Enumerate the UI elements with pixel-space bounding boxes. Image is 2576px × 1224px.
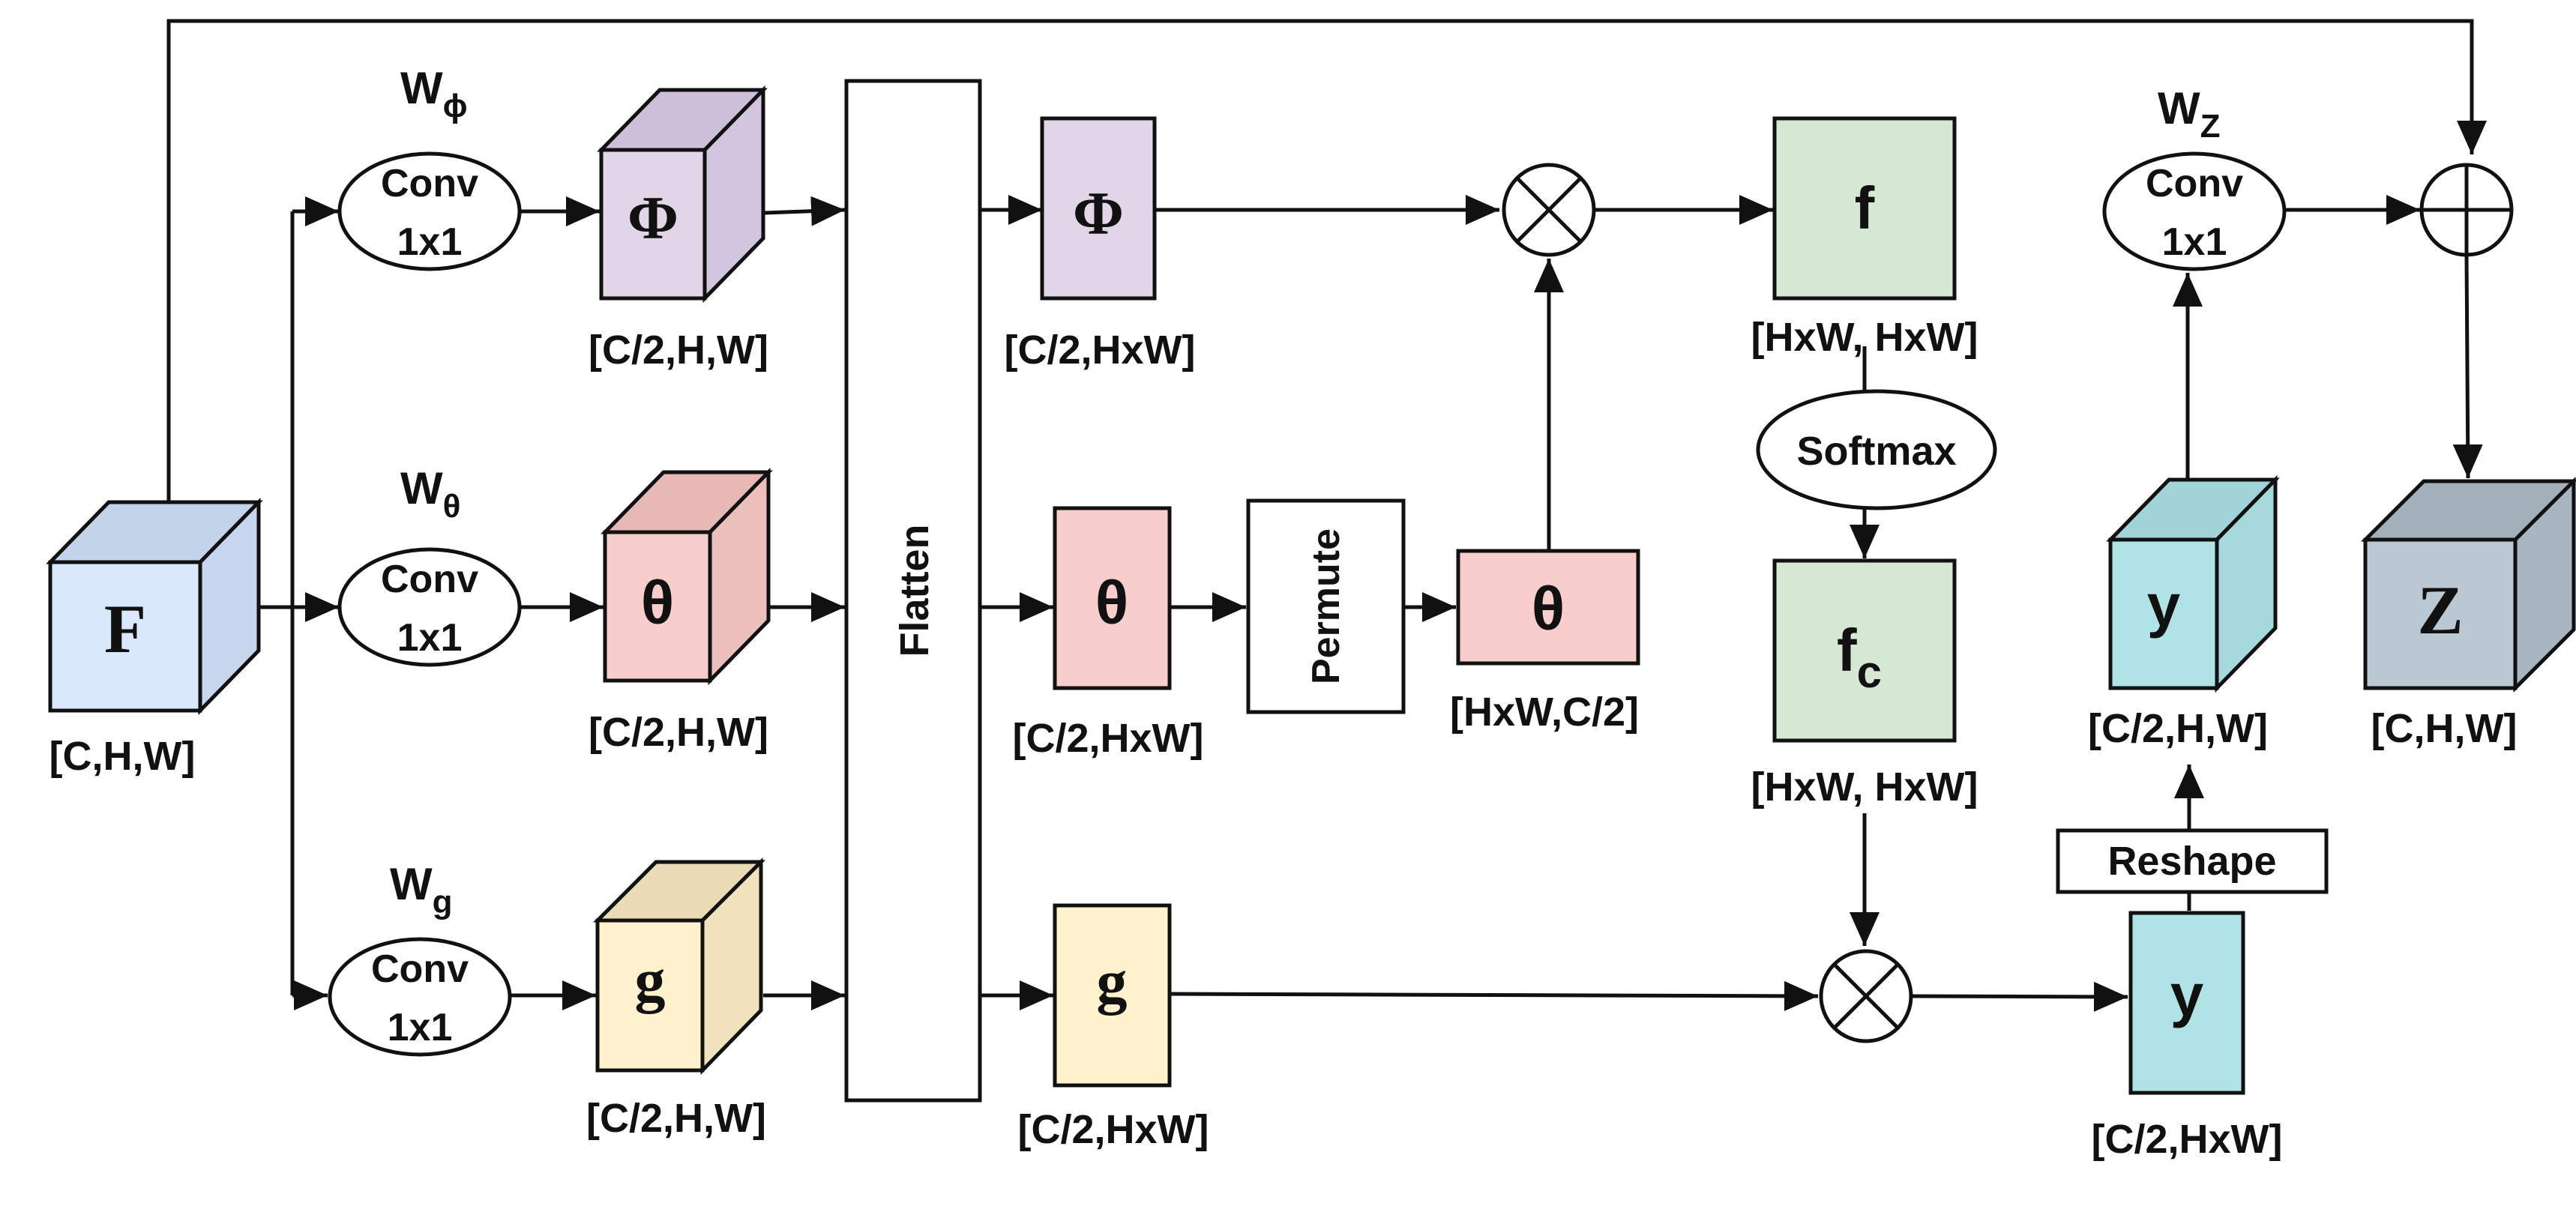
f-matrix: f (1772, 116, 1957, 301)
fc-matrix-rect (1772, 558, 1957, 743)
softmax: Softmax (1756, 389, 1997, 510)
conv-g-line1: Conv (371, 947, 469, 991)
flatten-label: Flatten (892, 524, 937, 657)
connectors (166, 19, 2487, 1012)
theta-flat-rect (1053, 506, 1172, 690)
conv-phi-ellipse (337, 151, 522, 271)
output-z-cube: Z (2360, 476, 2576, 693)
conv-theta: Conv 1x1 (337, 547, 522, 667)
g-flat: g (1053, 903, 1172, 1088)
fc-matrix-shape: [HxW, HxW] (1751, 765, 1978, 810)
input-f-symbol: F (104, 591, 146, 667)
conv-z-line2: 1x1 (2162, 220, 2227, 264)
reshape-rect (2056, 828, 2329, 894)
phi-cube-shape: [C/2,H,W] (589, 328, 768, 373)
y-flat-symbol: y (2170, 962, 2204, 1028)
g-flat-to-multiply (1169, 980, 1819, 1011)
phi-cube-front (599, 148, 707, 301)
weight-phi-label: Wϕ (400, 63, 468, 124)
theta-permuted: θ (1456, 549, 1640, 666)
theta-cube-front (603, 530, 712, 683)
conv-g: Conv 1x1 (328, 937, 512, 1057)
weight-g-label: Wg (390, 859, 453, 920)
y-cube-shape: [C/2,H,W] (2088, 706, 2268, 751)
theta-flat: θ (1053, 506, 1172, 690)
permute-label: Permute (1304, 528, 1348, 684)
theta-flat-symbol: θ (1095, 569, 1128, 637)
theta-permuted-rect (1456, 549, 1640, 666)
theta-cube-shape: [C/2,H,W] (589, 710, 768, 755)
y-flat-rect (2128, 911, 2245, 1095)
phi-flat-rect (1040, 116, 1157, 301)
y-cube-front (2108, 537, 2219, 690)
y-flat-shape: [C/2,HxW] (2092, 1117, 2283, 1162)
permute-rect (1246, 498, 1406, 714)
g-flat-rect (1053, 903, 1172, 1088)
conv-z-ellipse (2102, 151, 2287, 271)
flatten-block: Flatten (844, 79, 982, 1103)
f-matrix-symbol: f (1855, 175, 1875, 241)
residual-connector (166, 19, 2487, 501)
reshape-label: Reshape (2107, 839, 2276, 884)
add-operator (2419, 163, 2514, 257)
f-matrix-rect (1772, 116, 1957, 301)
theta-cube: θ (601, 467, 773, 686)
theta-cube-symbol: θ (641, 569, 674, 637)
output-z-symbol: Z (2417, 572, 2463, 648)
y-flat: y (2128, 911, 2245, 1095)
conv-theta-line2: 1x1 (397, 616, 463, 660)
multiply-top (1502, 163, 1596, 257)
theta-flat-shape: [C/2,HxW] (1013, 716, 1204, 761)
fc-matrix: fc (1772, 558, 1957, 743)
input-f-shape: [C,H,W] (49, 734, 196, 779)
weight-theta-label: Wθ (400, 463, 460, 525)
flatten-rect (844, 79, 982, 1103)
softmax-ellipse (1756, 389, 1997, 510)
conv-z: Conv 1x1 (2102, 151, 2287, 271)
softmax-label: Softmax (1796, 429, 1956, 474)
g-cube-front (595, 918, 705, 1073)
conv-phi: Conv 1x1 (337, 151, 522, 271)
input-f-cube-front (48, 560, 202, 713)
input-f-cube: F (46, 497, 263, 716)
g-cube-symbol: g (635, 946, 666, 1014)
weight-z-label: WZ (2158, 83, 2221, 145)
add-to-z (2452, 254, 2483, 479)
g-cube: g (592, 857, 766, 1076)
phi-cube-symbol: Φ (628, 184, 678, 252)
multiply-to-y-flat (1911, 981, 2128, 1012)
phi-cube: Φ (597, 85, 768, 304)
conv-theta-line1: Conv (381, 558, 478, 601)
theta-permuted-shape: [HxW,C/2] (1450, 690, 1639, 735)
output-z-cube-front (2363, 537, 2518, 690)
conv-theta-ellipse (337, 547, 522, 667)
theta-permuted-symbol: θ (1532, 575, 1565, 643)
phi-flat-shape: [C/2,HxW] (1005, 328, 1196, 373)
phi-flat: Φ (1040, 116, 1157, 301)
permute-block: Permute (1246, 498, 1406, 714)
fc-matrix-symbol: fc (1837, 617, 1882, 697)
y-cube: y (2106, 474, 2280, 693)
conv-phi-line1: Conv (381, 162, 478, 205)
f-matrix-shape: [HxW, HxW] (1751, 315, 1978, 360)
conv-z-line1: Conv (2146, 162, 2243, 205)
g-flat-symbol: g (1097, 947, 1128, 1016)
g-cube-shape: [C/2,H,W] (586, 1096, 766, 1141)
multiply-bottom (1819, 949, 1913, 1043)
cube-phi-to-flatten (764, 196, 846, 226)
g-flat-shape: [C/2,HxW] (1018, 1107, 1209, 1152)
conv-phi-line2: 1x1 (397, 220, 463, 264)
conv-g-ellipse (328, 937, 512, 1057)
conv-g-line2: 1x1 (388, 1006, 453, 1049)
multiply-top-x2 (1516, 177, 1582, 243)
y-cube-symbol: y (2147, 572, 2181, 639)
reshape-block: Reshape (2056, 828, 2329, 894)
output-z-shape: [C,H,W] (2371, 706, 2518, 751)
multiply-bottom-x2 (1833, 963, 1899, 1029)
phi-flat-symbol: Φ (1073, 179, 1124, 247)
